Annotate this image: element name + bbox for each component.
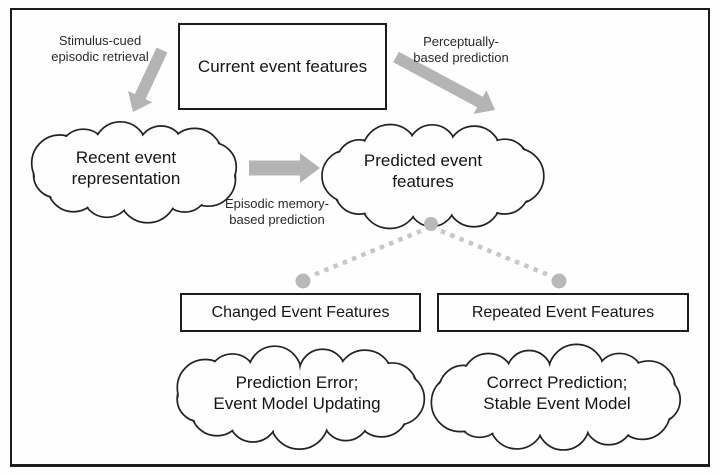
node-label-correct-prediction: Correct Prediction; Stable Event Model — [437, 372, 677, 414]
node-label-line: representation — [71, 169, 181, 188]
node-label-prediction-error: Prediction Error; Event Model Updating — [177, 372, 417, 414]
cloud-correct-prediction — [430, 343, 682, 451]
node-label-line: Stable Event Model — [483, 394, 631, 413]
edge-label-line: Perceptually- — [423, 34, 499, 49]
node-label-line: features — [392, 172, 454, 191]
connector-dot-changed — [295, 273, 311, 289]
node-label-line: Correct Prediction; — [486, 373, 628, 392]
connector-dot-repeated — [551, 273, 567, 289]
node-label: Repeated Event Features — [471, 303, 655, 321]
node-repeated-event-features: Repeated Event Features — [437, 293, 689, 332]
node-label-predicted-event-features: Predicted event features — [323, 150, 523, 192]
edge-label-line: Stimulus-cued — [58, 33, 142, 48]
edge-label-line: episodic retrieval — [51, 49, 149, 64]
node-label-recent-event-representation: Recent event representation — [26, 147, 226, 189]
node-current-event-features: Current event features — [178, 23, 387, 110]
dotted-line-to-repeated — [440, 228, 552, 279]
edge-label-line: based prediction — [229, 212, 325, 227]
arrow-perceptually-based-prediction — [393, 51, 495, 114]
node-label: Changed Event Features — [211, 303, 390, 321]
arrow-episodic-memory-prediction — [249, 153, 320, 183]
node-label: Current event features — [197, 56, 368, 76]
edge-label-episodic-memory: Episodic memory- based prediction — [197, 196, 357, 228]
edge-label-stimulus-cued: Stimulus-cued episodic retrieval — [30, 33, 170, 65]
cloud-recent-event-representation — [30, 120, 238, 224]
node-label-line: Event Model Updating — [213, 394, 381, 413]
cloud-prediction-error — [176, 345, 426, 450]
edge-label-perceptually-based: Perceptually- based prediction — [386, 34, 536, 66]
edge-label-line: based prediction — [413, 50, 509, 65]
connector-dot-apex — [424, 217, 438, 231]
node-label-line: Predicted event — [363, 151, 483, 170]
arrow-stimulus-cued-retrieval — [128, 47, 168, 112]
dotted-line-to-changed — [310, 228, 422, 279]
node-label-line: Prediction Error; — [235, 373, 359, 392]
cloud-predicted-event-features — [321, 123, 545, 230]
node-changed-event-features: Changed Event Features — [180, 293, 421, 332]
figure-border — [10, 8, 710, 467]
edge-label-line: Episodic memory- — [224, 196, 330, 211]
node-label-line: Recent event — [75, 148, 177, 167]
